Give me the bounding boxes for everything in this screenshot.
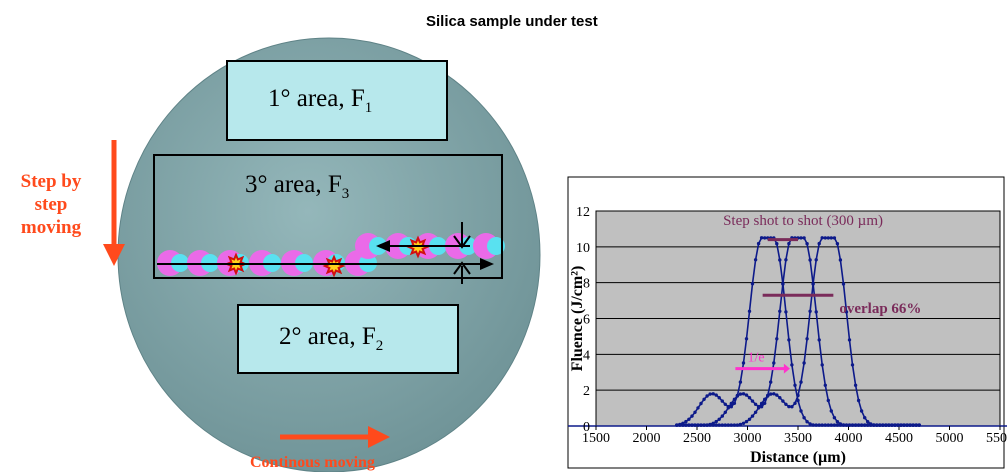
- step-down-arrow-head: [453, 235, 471, 249]
- step-up-arrow-head: [453, 261, 471, 275]
- diagram-title: Silica sample under test: [426, 13, 598, 30]
- area-1-sub: 1: [364, 100, 373, 116]
- area-2-number: 2: [279, 323, 292, 350]
- area-2-text: area, F: [301, 323, 376, 350]
- step-label-line-2: step: [34, 194, 68, 215]
- step-moving-arrow-head: [103, 244, 125, 266]
- scan-line-head: [480, 258, 494, 270]
- area-1-number: 1: [268, 85, 281, 112]
- continuous-moving-arrow-head: [368, 426, 390, 448]
- laser-spot-overlap: [487, 237, 505, 255]
- continuous-moving-label: Continous moving: [250, 454, 375, 471]
- area-1-text: area, F: [290, 85, 365, 112]
- step-back-arrow-head: [376, 240, 390, 252]
- area-2-box: 2° area, F2: [237, 304, 459, 374]
- step-label-line-1: Step by: [20, 171, 82, 192]
- damage-site: [322, 254, 346, 278]
- area-2-sub: 2: [375, 338, 384, 354]
- area-3-box: 3° area, F3: [153, 154, 503, 279]
- area-3-number: 3: [245, 171, 258, 198]
- area-1-degree: °: [280, 85, 291, 112]
- scan-arrows: [103, 140, 494, 448]
- area-2-degree: °: [291, 323, 302, 350]
- area-3-degree: °: [257, 171, 268, 198]
- area-3-sub: 3: [341, 186, 350, 202]
- step-by-step-label: Step by step moving: [6, 170, 96, 239]
- area-3-text: area, F: [267, 171, 342, 198]
- step-label-line-3: moving: [20, 217, 82, 238]
- area-1-box: 1° area, F1: [226, 60, 448, 141]
